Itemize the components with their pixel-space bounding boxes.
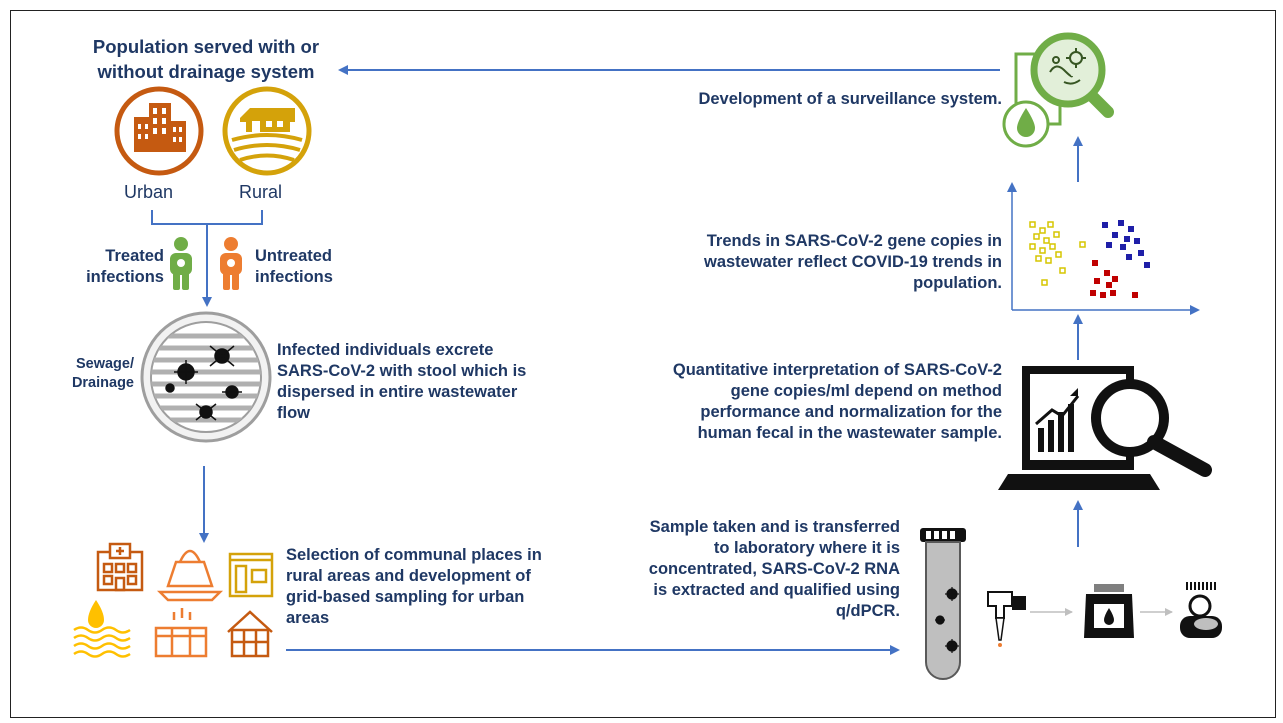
surveillance-text: Development of a surveillance system. [698,90,1002,108]
shopping-bag-icon [156,549,224,602]
city-icon [114,86,204,176]
scatter-yellow-cluster [1029,221,1086,286]
house-icon [227,610,273,658]
excrete-text: Infected individuals excrete SARS-CoV-2 … [277,341,527,422]
scatter-plot-icon [1007,182,1200,315]
pipette-icon [987,591,1026,647]
sewage-label: Sewage/ Drainage [71,356,134,391]
building-icon [228,552,274,598]
sample-text: Sample taken and is transferred to labor… [648,518,900,620]
urban-label: Urban [124,182,174,202]
quant-text: Quantitative interpretation of SARS-CoV-… [672,361,1002,442]
test-tube-icon [920,528,966,680]
rural-label: Rural [239,182,283,202]
figure-frame [10,10,1276,718]
scatter-blue-cluster [1102,220,1150,268]
virus-icon [165,345,242,421]
population-title: Population served with or without draina… [92,36,320,82]
trends-text: Trends in SARS-CoV-2 gene copies in wast… [703,232,1002,292]
connector-urban-rural [151,210,263,225]
laptop-chart-icon [998,366,1212,490]
selection-text: Selection of communal places in rural ar… [286,546,542,627]
scatter-red-cluster [1090,260,1138,298]
sewage-drain-icon [140,311,272,443]
flow-arrows [151,65,1083,655]
roof-icon [154,608,208,658]
untreated-person-icon [220,237,242,290]
pcr-machine-icon [1180,582,1222,638]
treated-infections-label: Treated infections [86,247,164,286]
bottle-icon [1084,584,1134,638]
hospital-icon [96,542,144,592]
microbe-magnifier-icon [1002,32,1114,148]
untreated-infections-label: Untreated infections [255,247,333,286]
water-drop-icon [73,600,131,658]
treated-person-icon [170,237,192,290]
farm-icon [222,86,312,176]
